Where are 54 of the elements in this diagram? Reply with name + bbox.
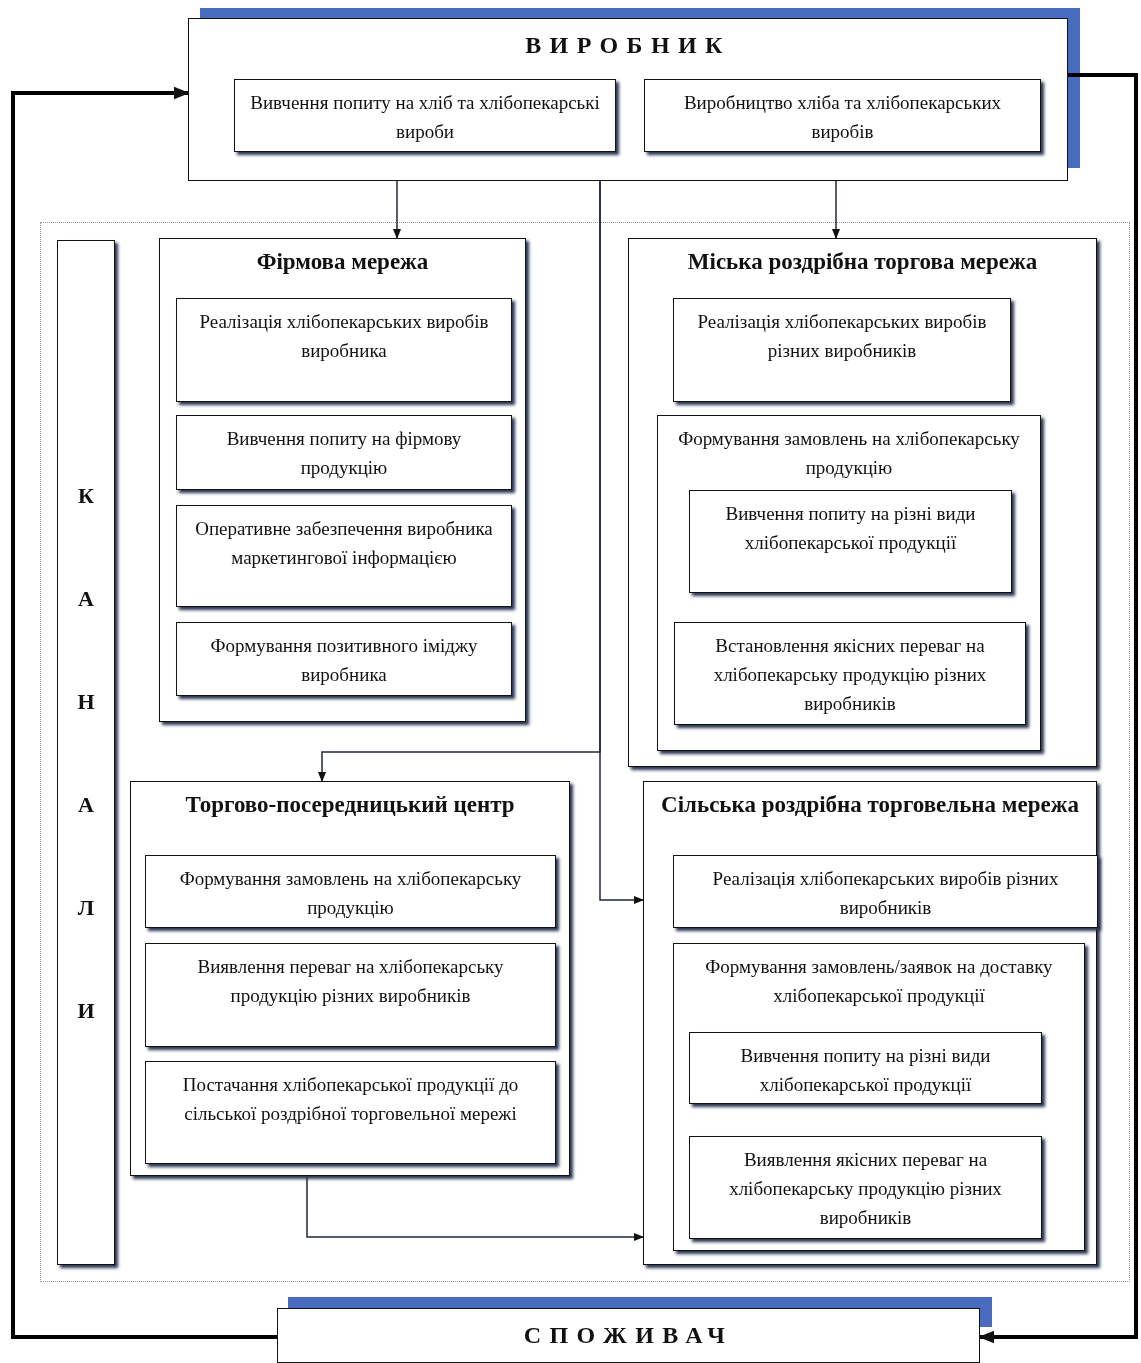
box-text: Реалізація хлібопекарських виробів різних виробників xyxy=(696,310,988,363)
box-text: Виробництво хліба та хлібопекарських виробів xyxy=(682,91,1003,144)
process-box xyxy=(176,505,512,607)
box-text: Постачання хлібопекарської продукції до сільської роздрібної торговельної мережі xyxy=(181,1073,520,1126)
group-box xyxy=(130,781,570,1176)
group-box xyxy=(673,943,1085,1251)
box-text: Оперативне забезпечення виробника маркетингової інформацією xyxy=(194,517,494,570)
process-box xyxy=(176,622,512,696)
process-box xyxy=(673,855,1098,928)
group-box xyxy=(159,238,526,722)
group-box xyxy=(628,238,1097,767)
box-text: Формування замовлень на хлібопекарську продукцію xyxy=(178,867,523,920)
box-text: Виявлення переваг на хлібопекарську продукцію різних виробників xyxy=(196,955,505,1008)
group-box xyxy=(643,781,1097,1265)
process-box xyxy=(674,622,1026,725)
process-box xyxy=(145,1061,556,1164)
process-box xyxy=(234,79,616,152)
process-box xyxy=(176,415,512,490)
box-text: Реалізація хлібопекарських виробів різних виробників xyxy=(711,867,1060,920)
box-title: ВИРОБНИК xyxy=(524,31,732,60)
process-box xyxy=(145,855,556,928)
box-title: Формування замовлень/заявок на доставку хлібопекарської продукції xyxy=(704,955,1054,1008)
box-title: Торгово-посередницький центр xyxy=(184,791,516,819)
process-box xyxy=(644,79,1041,152)
arrow xyxy=(392,180,402,240)
process-box xyxy=(689,1136,1042,1239)
box-text: Вивчення попиту на різні види хлібопекарської продукції xyxy=(739,1044,992,1097)
box-title: Фірмова мережа xyxy=(255,248,430,276)
arrow xyxy=(599,180,645,905)
box-title: Міська роздрібна торгова мережа xyxy=(686,248,1039,276)
box-text: Формування позитивного іміджу виробника xyxy=(209,634,479,687)
actor-box xyxy=(188,18,1068,181)
box-text: Вивчення попиту на хліб та хлібопекарські вироби xyxy=(249,91,601,144)
arrow xyxy=(306,1175,645,1242)
box-title: Формування замовлень на хлібопекарську продукцію xyxy=(677,427,1021,480)
arrow xyxy=(11,86,277,1339)
box-title: Сільська роздрібна торговельна мережа xyxy=(660,791,1080,819)
group-box xyxy=(657,415,1041,751)
vertical-label-box xyxy=(57,240,115,1265)
process-box xyxy=(673,298,1011,402)
process-box xyxy=(689,1032,1042,1104)
arrow xyxy=(978,73,1138,1344)
box-text: Виявлення якісних переваг на хлібопекарську продукцію різних виробників xyxy=(728,1148,1003,1230)
box-title: КАНАЛИ xyxy=(76,481,96,1025)
box-text: Вивчення попиту на різні види хлібопекарської продукції xyxy=(724,502,977,555)
process-box xyxy=(689,490,1012,593)
box-text: Реалізація хлібопекарських виробів виробника xyxy=(198,310,490,363)
box-text: Вивчення попиту на фірмову продукцію xyxy=(225,427,463,480)
process-box xyxy=(176,298,512,402)
process-box xyxy=(145,943,556,1047)
box-text: Встановлення якісних переваг на хлібопекарську продукцію різних виробників xyxy=(712,634,988,716)
box-title: СПОЖИВАЧ xyxy=(522,1321,735,1350)
actor-box xyxy=(277,1308,980,1363)
arrow xyxy=(831,180,841,240)
